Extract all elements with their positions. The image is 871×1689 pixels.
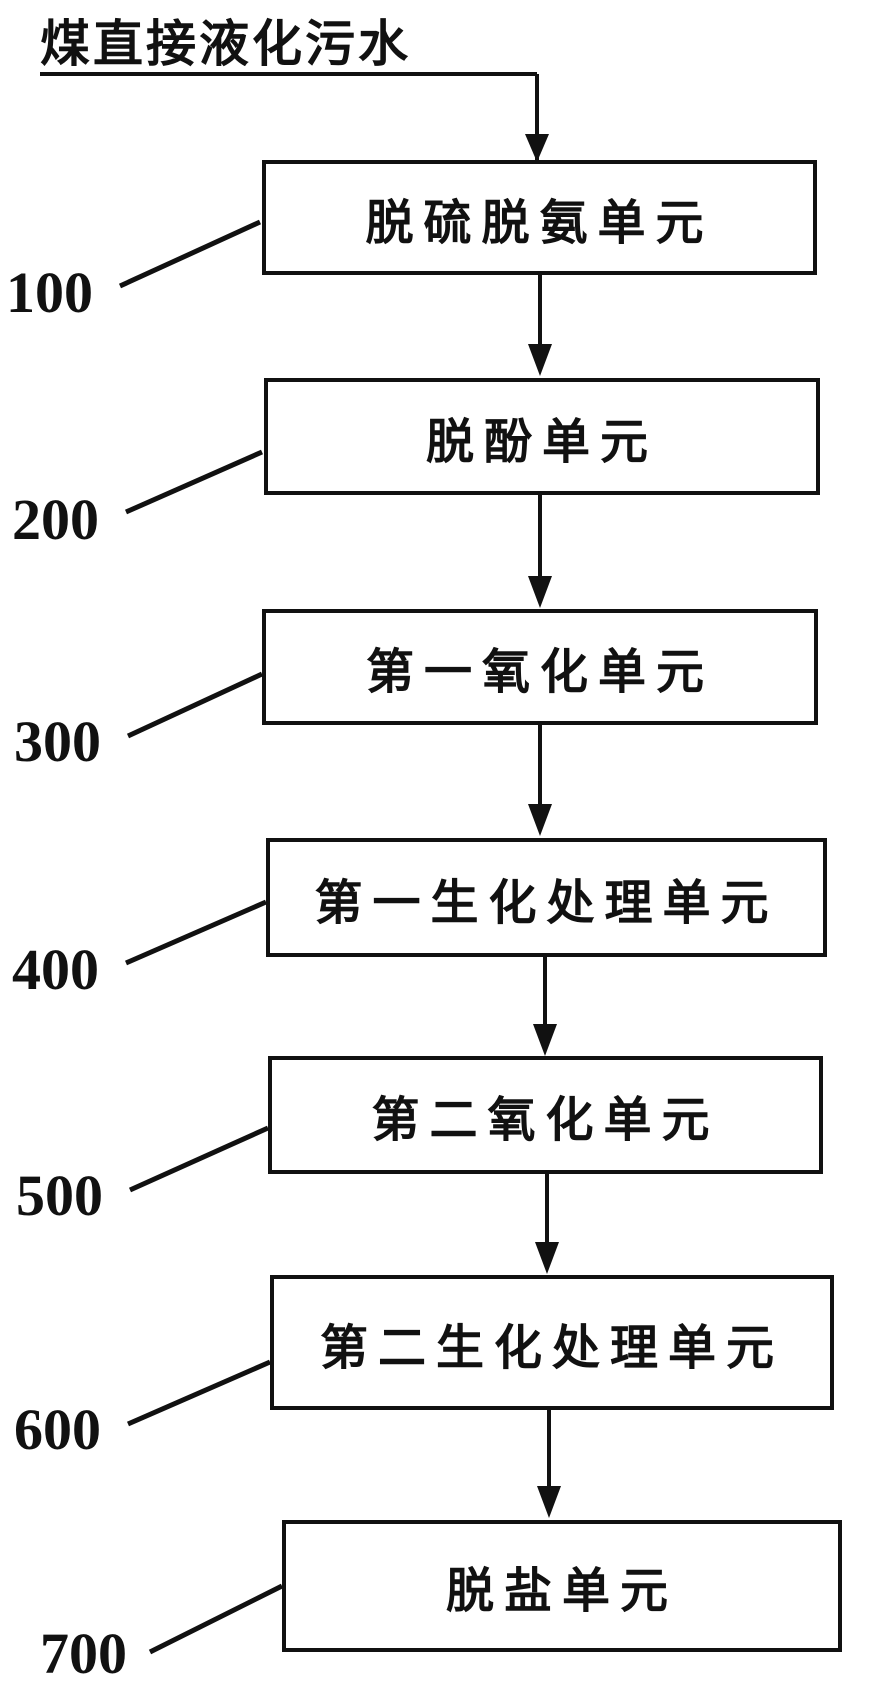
unit-box-500: 第二氧化单元 (268, 1056, 823, 1174)
leader-200 (124, 449, 264, 515)
ref-number-100: 100 (6, 260, 93, 325)
unit-label-500: 第二氧化单元 (371, 1092, 720, 1148)
ref-number-300: 300 (14, 709, 101, 774)
leader-600 (126, 1359, 272, 1427)
leader-700 (148, 1583, 284, 1655)
unit-label-300: 第一氧化单元 (365, 644, 714, 700)
arrowhead-600-700 (537, 1486, 561, 1518)
arrowhead-100-200 (528, 344, 552, 376)
input-label: 煤直接液化污水 (40, 15, 411, 73)
unit-label-400: 第一生化处理单元 (314, 874, 779, 931)
arrowhead-200-300 (528, 576, 552, 608)
input-arrowhead (525, 134, 549, 162)
ref-number-400: 400 (12, 937, 99, 1002)
unit-box-300: 第一氧化单元 (262, 609, 818, 725)
unit-label-200: 脱酚单元 (425, 413, 658, 470)
ref-number-600: 600 (14, 1397, 101, 1462)
leader-300 (126, 671, 264, 739)
leader-100 (118, 219, 262, 289)
leader-500 (128, 1125, 270, 1193)
ref-number-200: 200 (12, 487, 99, 552)
unit-box-100: 脱硫脱氨单元 (262, 160, 817, 275)
unit-label-700: 脱盐单元 (445, 1563, 678, 1619)
unit-label-100: 脱硫脱氨单元 (365, 194, 714, 251)
ref-number-500: 500 (16, 1163, 103, 1228)
arrowhead-400-500 (533, 1024, 557, 1056)
unit-box-600: 第二生化处理单元 (270, 1275, 834, 1410)
arrowhead-500-600 (535, 1242, 559, 1274)
ref-number-700: 700 (40, 1621, 127, 1686)
unit-box-200: 脱酚单元 (264, 378, 820, 495)
unit-label-600: 第二生化处理单元 (319, 1319, 784, 1376)
unit-box-400: 第一生化处理单元 (266, 838, 827, 957)
leader-400 (125, 899, 267, 966)
arrowhead-300-400 (528, 804, 552, 836)
unit-box-700: 脱盐单元 (282, 1520, 842, 1652)
